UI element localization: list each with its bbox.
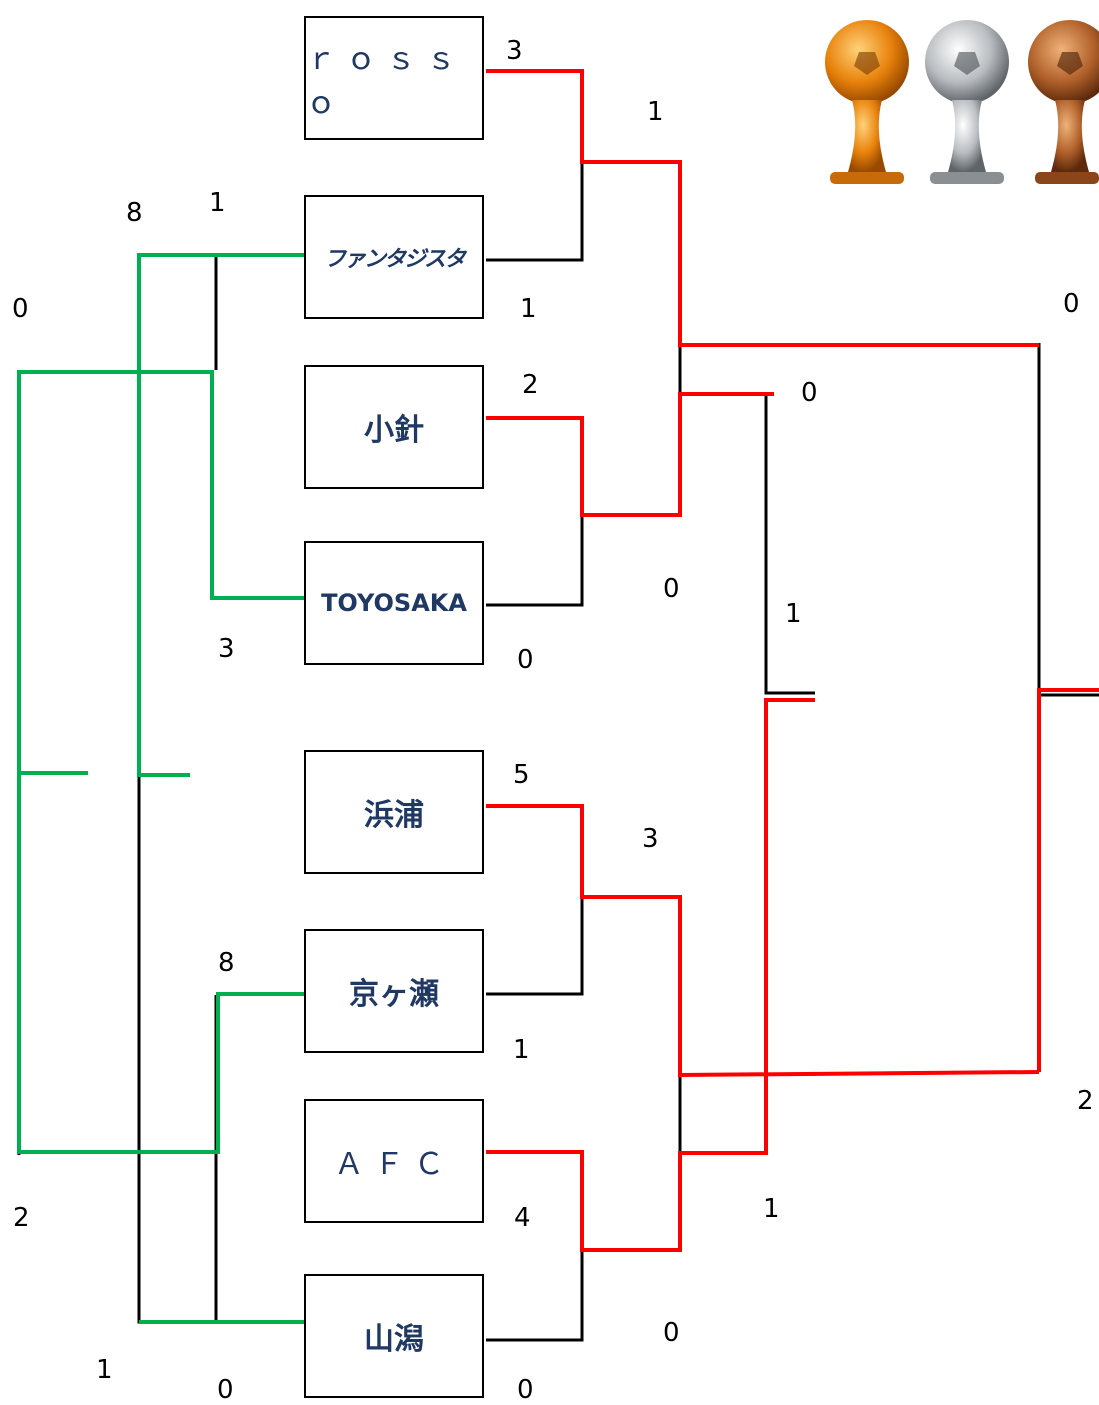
score-semi-bottom-winner: 3 xyxy=(642,824,659,854)
team-rosso: ｒｏｓｓｏ xyxy=(304,16,484,140)
green-path-fantasista xyxy=(137,253,304,777)
score-yamagata: 0 xyxy=(517,1375,534,1405)
trophies xyxy=(825,20,1099,184)
score-cons-kyogase: 8 xyxy=(218,948,235,978)
score-semi-top-loser: 0 xyxy=(663,574,680,604)
team-kobari: 小針 xyxy=(304,365,484,489)
score-third-bottom: 1 xyxy=(763,1194,780,1224)
score-hamaura: 5 xyxy=(513,760,530,790)
r1-line-kyogase xyxy=(486,897,584,996)
red-path-rosso xyxy=(486,69,1039,347)
score-semi-top-winner: 1 xyxy=(647,97,664,127)
score-third-mid: 1 xyxy=(785,599,802,629)
team-toyosaka: TOYOSAKA xyxy=(304,541,484,665)
score-cons-final-bottom: 2 xyxy=(13,1203,30,1233)
score-cons-fantasista: 1 xyxy=(209,188,226,218)
r1-line-toyosaka xyxy=(486,515,584,607)
team-hamaura: 浜浦 xyxy=(304,750,484,874)
red-path-afc xyxy=(486,698,815,1252)
score-cons-yamagata: 0 xyxy=(217,1375,234,1405)
score-final-bottom: 2 xyxy=(1077,1086,1094,1116)
score-cons-top-total: 8 xyxy=(126,198,143,228)
score-toyosaka: 0 xyxy=(517,645,534,675)
score-third-top: 0 xyxy=(801,378,818,408)
score-afc: 4 xyxy=(514,1203,531,1233)
score-fantasista: 1 xyxy=(520,294,537,324)
red-path-final xyxy=(1037,688,1099,1072)
score-kyogase: 1 xyxy=(513,1035,530,1065)
score-cons-final-top: 0 xyxy=(12,294,29,324)
red-path-hamaura xyxy=(486,804,1040,1078)
score-rosso: 3 xyxy=(506,36,523,66)
cons-line-mid xyxy=(137,255,216,1324)
team-fantasista: ファンタジスタ xyxy=(304,195,484,319)
green-path-kyogase xyxy=(17,773,304,1154)
green-path-toyosaka xyxy=(17,370,304,775)
third-line xyxy=(764,393,815,695)
team-afc: ＡＦＣ xyxy=(304,1099,484,1223)
silver-trophy-icon xyxy=(925,20,1009,184)
gold-trophy-icon xyxy=(825,20,909,184)
score-cons-toyosaka: 3 xyxy=(218,634,235,664)
score-final-top: 0 xyxy=(1063,289,1080,319)
r1-line-yamagata xyxy=(486,1250,584,1342)
score-kobari: 2 xyxy=(522,370,539,400)
team-kyogase: 京ヶ瀬 xyxy=(304,929,484,1053)
red-path-kobari xyxy=(486,392,774,517)
r1-line-fantasista xyxy=(486,162,584,262)
bronze-trophy-icon xyxy=(1028,20,1099,184)
score-semi-bottom-loser: 0 xyxy=(663,1318,680,1348)
team-yamagata: 山潟 xyxy=(304,1274,484,1398)
score-cons-bottom-total: 1 xyxy=(96,1355,113,1385)
